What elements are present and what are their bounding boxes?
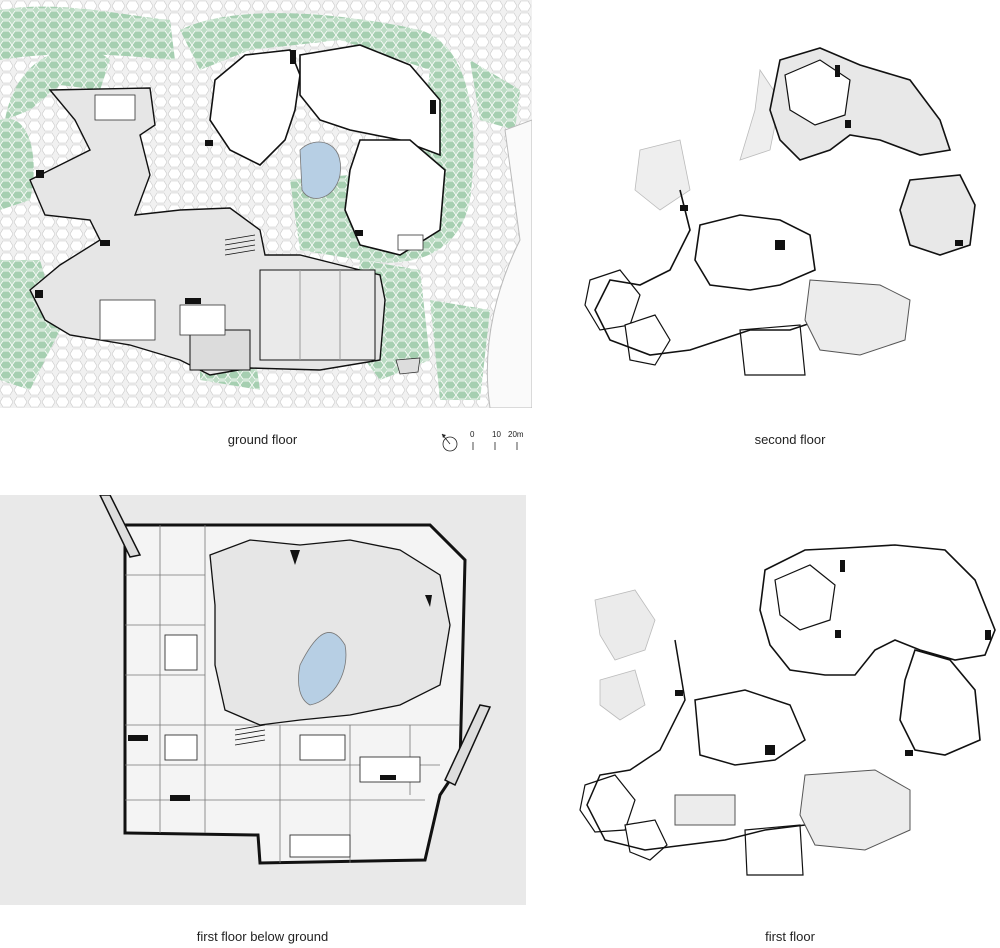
basement-rooms [164,634,421,858]
scale-label-10: 10 [492,430,501,439]
1f-east-rooms [674,769,911,851]
ground-floor-plan [0,0,532,408]
roof-outline [634,68,781,211]
ramp-east [444,704,492,787]
second-floor-cells [584,59,851,376]
1f-ring-walls [586,639,836,851]
scale-label-20m: 20m [508,430,524,439]
first-floor-plan [575,540,1000,880]
ring-walls [594,189,841,356]
road [486,119,532,408]
1f-north-ring [759,544,996,756]
caption-ground-floor: ground floor [227,432,298,447]
east-rooms [804,279,911,356]
second-floor-drawing [584,47,976,376]
room-blocks [94,94,424,375]
scale-bar: 0 10 20m [466,430,536,454]
caption-first-floor-below-ground: first floor below ground [196,929,329,944]
north-arrow-icon [438,430,460,452]
caption-second-floor: second floor [754,432,826,447]
wall-details [35,50,436,304]
second-floor-plan [580,40,1000,390]
courtyard-rooms [209,44,446,256]
basement-pond [298,632,347,706]
basement-drawing [99,495,492,865]
first-floor-drawing [579,544,996,876]
wall-details-2f [680,65,963,250]
basement-details [128,550,432,801]
ground-floor-drawing [0,0,532,408]
ramp-north [99,495,142,558]
1f-wall-details [675,560,991,756]
caption-first-floor: first floor [765,929,815,944]
stair-hatching [224,234,256,256]
1f-roof-outline [594,589,656,721]
pond [299,141,341,199]
basement-plan [0,495,526,905]
scale-label-0: 0 [470,430,475,439]
basement-stair [234,724,266,746]
main-hall [189,269,376,371]
